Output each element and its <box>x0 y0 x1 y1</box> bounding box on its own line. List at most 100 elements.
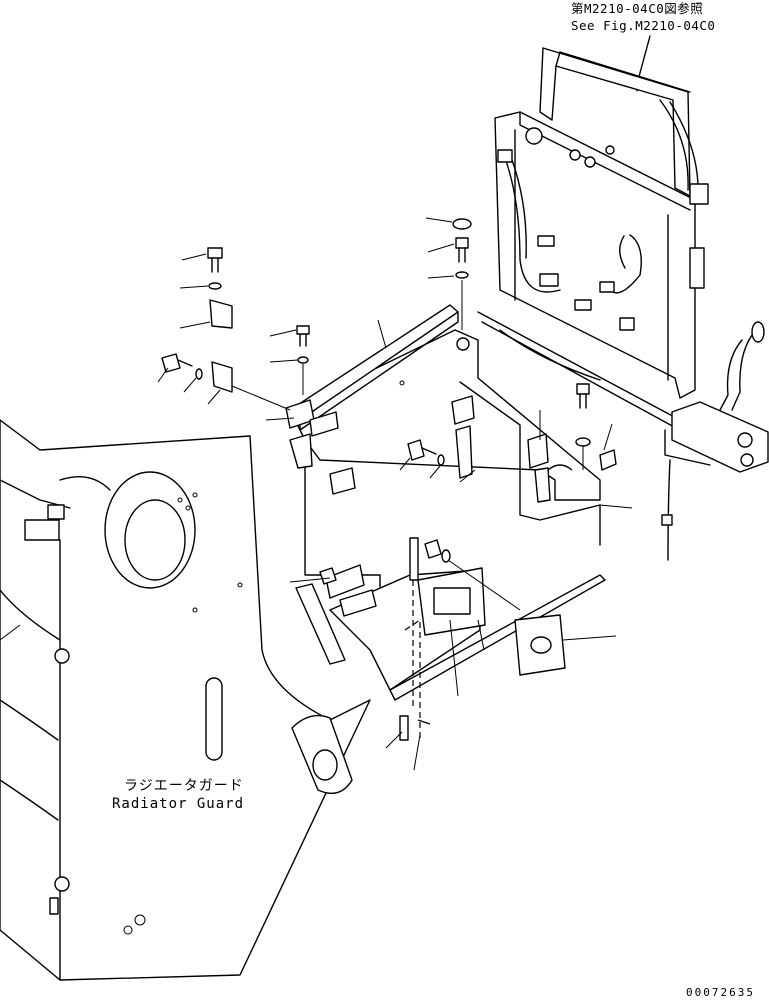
leader-r <box>429 465 441 479</box>
lower-clip-2 <box>339 589 377 617</box>
guard-latch <box>47 504 65 520</box>
leader-k <box>269 359 299 363</box>
panel-hole-2 <box>569 149 581 161</box>
top-bracket <box>689 183 709 205</box>
guard-hole-6 <box>134 914 146 926</box>
cable-clip <box>661 514 673 526</box>
guard-hole-5 <box>192 607 198 613</box>
guard-tab <box>49 897 59 915</box>
shroud-panel <box>285 304 617 601</box>
bolt-shank-2 <box>177 359 193 367</box>
pin-lower <box>417 719 431 725</box>
guard-hole-1 <box>177 497 183 503</box>
leader-g <box>157 367 169 383</box>
washer-1 <box>208 282 222 290</box>
lever-bracket <box>671 401 769 473</box>
fan-opening-inner <box>124 499 186 581</box>
leader-h <box>183 377 197 393</box>
bolt-head-5 <box>576 383 590 395</box>
radiator-guard-label-jp: ラジエータガード <box>124 778 244 794</box>
harness-clamp-3 <box>599 281 615 293</box>
reference-note-en: See Fig.M2210-04C0 <box>571 18 715 33</box>
guard-main-panel <box>0 419 371 981</box>
bolt-shank-5 <box>579 393 587 409</box>
lever-bolt-2 <box>740 453 754 467</box>
lever-tube <box>719 339 743 411</box>
guard-vent <box>24 519 60 541</box>
guard-hole-4 <box>237 582 243 588</box>
lever-bolt-1 <box>737 432 753 448</box>
lower-cover-window <box>433 587 471 615</box>
lower-plate-assembly <box>295 560 606 740</box>
washer-5 <box>575 437 591 447</box>
panel-hole-3 <box>584 156 596 168</box>
shroud-clip-6 <box>527 433 549 469</box>
fan-duct <box>59 476 111 491</box>
hardware-leader-1 <box>231 385 291 411</box>
leader-w <box>477 619 485 651</box>
panel-clip-3 <box>619 317 635 331</box>
shroud-notch <box>547 464 573 471</box>
radiator-frame-assembly <box>477 47 709 429</box>
lower-rail-curve <box>499 329 601 381</box>
shroud-clip-4 <box>329 467 356 495</box>
leader-c <box>427 275 455 279</box>
wire-harness-right <box>609 234 642 294</box>
leader-f <box>179 321 211 329</box>
leader-q <box>399 457 411 471</box>
clip-bracket-2 <box>211 361 233 393</box>
bolt-shank-6 <box>421 447 437 455</box>
leader-lines <box>0 217 633 771</box>
main-panel-top-edge <box>519 111 691 211</box>
leader-s <box>459 469 476 483</box>
shroud-hole-small <box>399 380 405 386</box>
lever-plate <box>664 429 711 466</box>
shroud-clip-5 <box>451 395 475 425</box>
radiator-guard-label-en: Radiator Guard <box>112 796 244 812</box>
wire-harness-left <box>504 157 561 293</box>
washer-2 <box>195 368 203 380</box>
shroud-clip-3 <box>289 433 313 469</box>
harness-clamp-1 <box>497 149 513 163</box>
guard-grommet-1 <box>54 648 70 664</box>
guard-slot <box>205 677 223 761</box>
washer-4 <box>455 271 469 279</box>
lower-clip-1 <box>325 564 365 599</box>
guard-hole-2 <box>192 492 198 498</box>
lower-rail <box>389 574 606 701</box>
guard-hole-3 <box>185 505 191 511</box>
hardware-leader-5 <box>447 559 521 611</box>
shroud-clip-2 <box>309 411 339 437</box>
reference-note-jp: 第M2210-04C0図参照 <box>571 1 703 16</box>
bolt-head-2 <box>161 353 181 373</box>
harness-clamp-2 <box>539 273 559 287</box>
leader-d <box>181 253 207 261</box>
shroud-block <box>599 449 617 471</box>
cover-plate-boss <box>530 636 552 654</box>
upper-frame-curve <box>659 99 689 191</box>
guard-hole-7 <box>123 925 133 935</box>
radiator-guard: ラジエータガード Radiator Guard <box>0 419 371 981</box>
leader-a <box>425 217 453 223</box>
assembly-line-2 <box>404 619 421 631</box>
panel-hole-4 <box>605 145 615 155</box>
shroud-right-outline <box>459 381 601 546</box>
clip-bracket-1 <box>209 299 233 329</box>
panel-clip-2 <box>574 299 592 311</box>
tube-lever-assembly <box>661 321 769 561</box>
bolt-shank-1 <box>211 257 219 273</box>
guard-lower-curve <box>0 699 59 741</box>
upper-frame-edge <box>555 51 691 93</box>
lever-tube-2 <box>731 329 757 411</box>
leader-e <box>179 285 209 289</box>
hardware-group <box>161 218 591 741</box>
leader-o <box>603 423 613 451</box>
cap-top <box>452 218 472 230</box>
nut-1 <box>424 539 442 559</box>
pin-upper <box>409 537 419 581</box>
guard-grommet-2 <box>54 876 70 892</box>
bolt-head-3 <box>296 325 310 335</box>
bolt-lower <box>399 715 409 741</box>
lower-rail-1 <box>477 311 681 421</box>
